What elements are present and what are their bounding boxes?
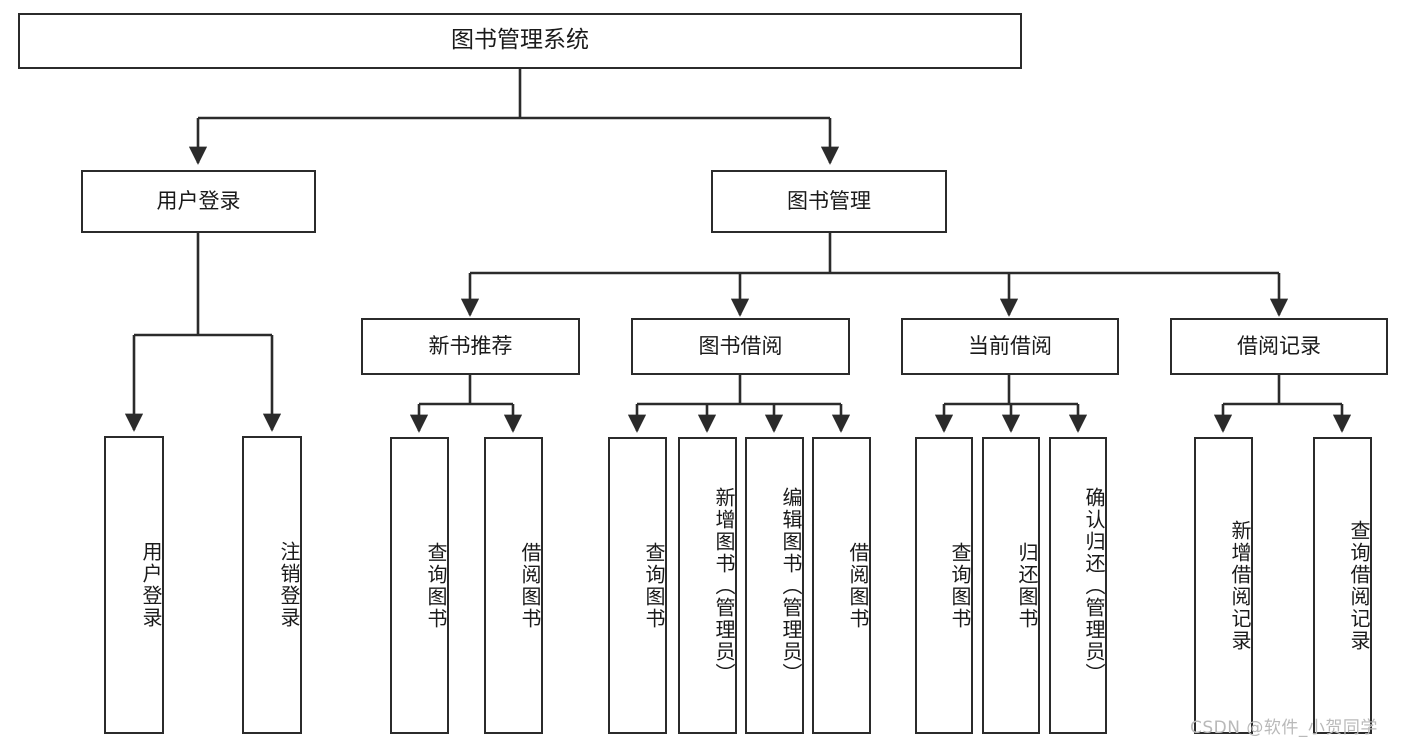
leaf-label: 查询图书 bbox=[948, 541, 972, 630]
leaf-book-borrow-borrow[interactable]: 借阅图书 bbox=[812, 437, 871, 734]
leaf-label: 查询图书 bbox=[424, 541, 448, 630]
leaf-label: 新增图书（管理员） bbox=[712, 486, 736, 685]
node-root[interactable]: 图书管理系统 bbox=[18, 13, 1022, 69]
node-current-borrow-label: 当前借阅 bbox=[968, 334, 1052, 359]
node-book-borrow-label: 图书借阅 bbox=[698, 334, 783, 359]
node-book-manage[interactable]: 图书管理 bbox=[711, 170, 947, 233]
leaf-new-book-borrow[interactable]: 借阅图书 bbox=[484, 437, 543, 734]
node-new-book-recommend-label: 新书推荐 bbox=[428, 334, 513, 359]
node-book-manage-label: 图书管理 bbox=[787, 189, 871, 214]
leaf-book-borrow-add[interactable]: 新增图书（管理员） bbox=[678, 437, 737, 734]
leaf-current-borrow-confirm-return[interactable]: 确认归还（管理员） bbox=[1049, 437, 1107, 734]
watermark: CSDN @软件_小贺同学 bbox=[1190, 718, 1378, 738]
node-user-login-label: 用户登录 bbox=[156, 189, 241, 214]
node-book-borrow[interactable]: 图书借阅 bbox=[631, 318, 850, 375]
leaf-label: 确认归还（管理员） bbox=[1082, 486, 1106, 685]
leaf-label: 用户登录 bbox=[139, 541, 163, 629]
leaf-user-login-logout[interactable]: 注销登录 bbox=[242, 436, 302, 734]
leaf-label: 注销登录 bbox=[277, 541, 301, 629]
leaf-user-login-login[interactable]: 用户登录 bbox=[104, 436, 164, 734]
leaf-label: 编辑图书（管理员） bbox=[779, 486, 803, 685]
leaf-label: 查询借阅记录 bbox=[1347, 519, 1371, 652]
node-user-login[interactable]: 用户登录 bbox=[81, 170, 316, 233]
leaf-current-borrow-query[interactable]: 查询图书 bbox=[915, 437, 973, 734]
node-current-borrow[interactable]: 当前借阅 bbox=[901, 318, 1119, 375]
leaf-borrow-record-add[interactable]: 新增借阅记录 bbox=[1194, 437, 1253, 734]
node-borrow-record-label: 借阅记录 bbox=[1237, 334, 1321, 359]
leaf-book-borrow-query[interactable]: 查询图书 bbox=[608, 437, 667, 734]
leaf-book-borrow-edit[interactable]: 编辑图书（管理员） bbox=[745, 437, 804, 734]
node-borrow-record[interactable]: 借阅记录 bbox=[1170, 318, 1388, 375]
node-root-label: 图书管理系统 bbox=[451, 27, 589, 54]
leaf-label: 归还图书 bbox=[1015, 541, 1039, 630]
leaf-label: 新增借阅记录 bbox=[1228, 519, 1252, 652]
leaf-borrow-record-query[interactable]: 查询借阅记录 bbox=[1313, 437, 1372, 734]
leaf-label: 借阅图书 bbox=[518, 541, 542, 630]
leaf-label: 查询图书 bbox=[642, 541, 666, 630]
leaf-label: 借阅图书 bbox=[846, 541, 870, 630]
node-new-book-recommend[interactable]: 新书推荐 bbox=[361, 318, 580, 375]
leaf-current-borrow-return[interactable]: 归还图书 bbox=[982, 437, 1040, 734]
leaf-new-book-query[interactable]: 查询图书 bbox=[390, 437, 449, 734]
